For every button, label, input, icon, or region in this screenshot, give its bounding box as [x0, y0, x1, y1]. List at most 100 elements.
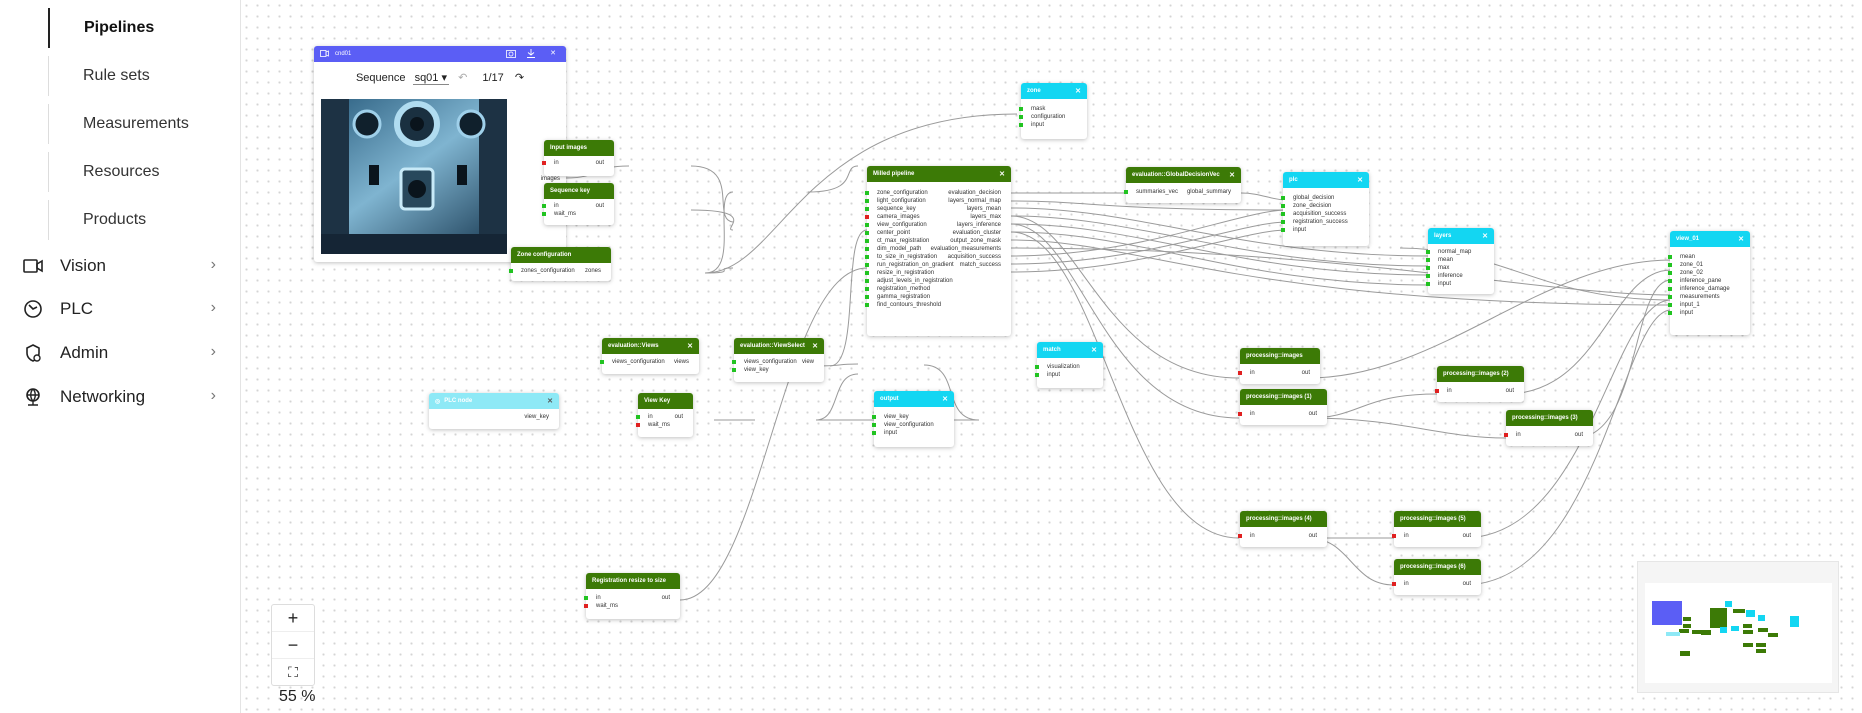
pipeline-canvas[interactable]: cnd01 ✕ Sequence sq01 ▾ ↶ 1/17 ↷	[241, 0, 1862, 713]
port-dot[interactable]	[872, 423, 876, 427]
node-port[interactable]: input_1	[1668, 301, 1750, 309]
node-port[interactable]: find_contours_threshold	[865, 301, 1011, 309]
port-dot[interactable]	[1238, 534, 1242, 538]
node-port[interactable]: registration_success	[1281, 218, 1369, 226]
port-dot[interactable]	[1668, 263, 1672, 267]
close-icon[interactable]: ✕	[550, 50, 556, 57]
node-plc-node[interactable]: ◎PLC node✕ view_key	[429, 393, 559, 429]
port-dot[interactable]	[1035, 373, 1039, 377]
port-dot[interactable]	[865, 199, 869, 203]
port-dot[interactable]	[542, 212, 546, 216]
node-port[interactable]: configuration	[1019, 113, 1087, 121]
close-icon[interactable]: ✕	[1229, 172, 1235, 179]
undo-icon[interactable]: ↶	[458, 72, 468, 84]
port-dot[interactable]	[1124, 190, 1128, 194]
port-dot[interactable]	[584, 596, 588, 600]
sequence-select[interactable]: sq01 ▾	[412, 72, 449, 85]
port-dot[interactable]	[865, 247, 869, 251]
node-port[interactable]: mean	[1426, 256, 1494, 264]
node-port[interactable]: acquisition_success	[1281, 210, 1369, 218]
sidebar-item-products[interactable]: Products	[48, 200, 228, 240]
port-dot[interactable]	[865, 263, 869, 267]
port-dot[interactable]	[1668, 303, 1672, 307]
camera-node[interactable]: cnd01 ✕ Sequence sq01 ▾ ↶ 1/17 ↷	[314, 46, 566, 262]
node-port[interactable]: input	[1281, 226, 1369, 234]
node-port[interactable]: mask	[1019, 105, 1087, 113]
snapshot-icon[interactable]	[506, 49, 516, 60]
port-dot[interactable]	[509, 269, 513, 273]
node-layers[interactable]: layers✕ normal_map mean max inference in…	[1426, 228, 1494, 294]
node-port[interactable]: wait_ms	[636, 421, 693, 429]
node-output[interactable]: output✕ view_key view_configuration inpu…	[872, 391, 954, 447]
port-dot[interactable]	[865, 223, 869, 227]
node-port[interactable]: inference	[1426, 272, 1494, 280]
port-dot[interactable]	[1281, 228, 1285, 232]
node-zone[interactable]: zone✕ mask configuration input	[1019, 83, 1087, 139]
port-dot[interactable]	[1668, 255, 1672, 259]
node-port[interactable]: input	[1019, 121, 1087, 129]
close-icon[interactable]: ✕	[1357, 177, 1363, 184]
node-port[interactable]: zone_02	[1668, 269, 1750, 277]
node-global-decision[interactable]: evaluation::GlobalDecisionVec✕ summaries…	[1124, 167, 1241, 203]
port-dot[interactable]	[1668, 295, 1672, 299]
port-dot[interactable]	[1281, 212, 1285, 216]
close-icon[interactable]: ✕	[687, 343, 693, 350]
port-dot[interactable]	[865, 231, 869, 235]
port-dot[interactable]	[584, 604, 588, 608]
node-plc[interactable]: plc✕ global_decision zone_decision acqui…	[1281, 172, 1369, 246]
port-dot[interactable]	[1281, 220, 1285, 224]
node-port[interactable]: registration_method	[865, 285, 1011, 293]
port-dot[interactable]	[1426, 274, 1430, 278]
port-dot[interactable]	[865, 271, 869, 275]
zoom-out-button[interactable]: −	[272, 632, 314, 659]
port-dot[interactable]	[1668, 271, 1672, 275]
port-dot[interactable]	[865, 279, 869, 283]
port-dot[interactable]	[1426, 258, 1430, 262]
node-port[interactable]: view_key	[732, 366, 824, 374]
port-dot[interactable]	[1281, 204, 1285, 208]
port-dot[interactable]	[865, 287, 869, 291]
close-icon[interactable]: ✕	[999, 171, 1005, 178]
port-dot[interactable]	[1392, 582, 1396, 586]
node-port[interactable]: input	[1035, 371, 1103, 379]
port-dot[interactable]	[865, 295, 869, 299]
node-port[interactable]: wait_ms	[542, 210, 614, 218]
node-port[interactable]: gamma_registration	[865, 293, 1011, 301]
port-dot[interactable]	[600, 360, 604, 364]
port-dot[interactable]	[1668, 287, 1672, 291]
close-icon[interactable]: ✕	[1091, 347, 1097, 354]
port-dot[interactable]	[1281, 196, 1285, 200]
port-dot[interactable]	[872, 415, 876, 419]
port-dot[interactable]	[732, 360, 736, 364]
fit-view-button[interactable]: ⛶	[288, 663, 298, 680]
node-port[interactable]: adjust_levels_in_registration	[865, 277, 1011, 285]
port-dot[interactable]	[542, 161, 546, 165]
port-dot[interactable]	[865, 303, 869, 307]
node-port[interactable]: measurements	[1668, 293, 1750, 301]
close-icon[interactable]: ✕	[942, 396, 948, 403]
node-port[interactable]: view_configuration	[872, 421, 954, 429]
port-dot[interactable]	[1238, 371, 1242, 375]
port-dot[interactable]	[1019, 107, 1023, 111]
node-port[interactable]: inference_damage	[1668, 285, 1750, 293]
